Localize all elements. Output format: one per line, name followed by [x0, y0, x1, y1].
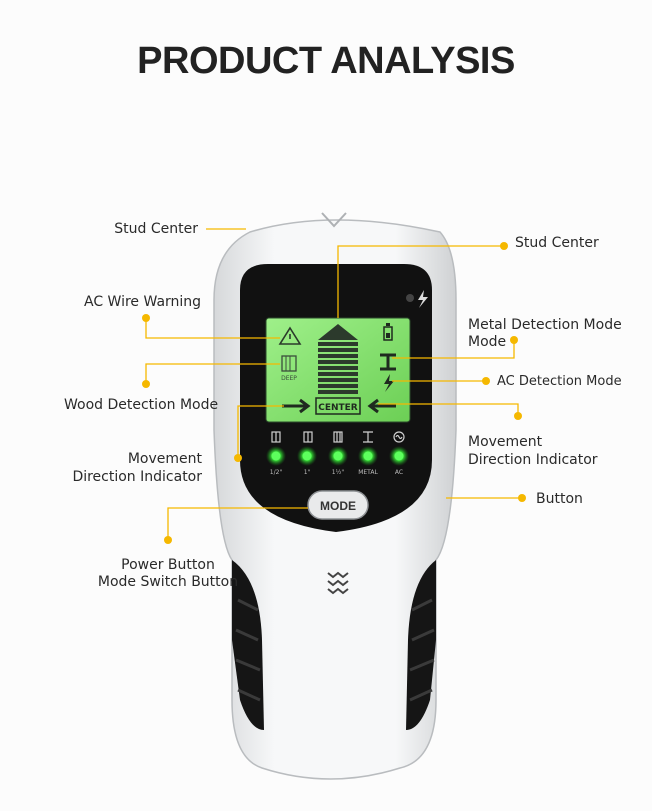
callout-metal-detection-mode: Metal Detection Mode [468, 316, 622, 334]
callout-movement-left-1: Movement [60, 450, 202, 468]
callout-movement-right-2: Direction Indicator [468, 451, 598, 469]
callout-mode-switch-button: Mode Switch Button [68, 573, 268, 591]
callout-metal-detection-mode-2: Mode [468, 333, 506, 351]
indicator-label: 1½" [332, 469, 345, 476]
indicator-label: 1" [304, 469, 311, 476]
sensor-dot [406, 294, 414, 302]
callout-power-button: Power Button [68, 556, 268, 574]
screen-deep-label: DEEP [281, 375, 297, 382]
callout-ac-wire-warning: AC Wire Warning [84, 293, 201, 311]
callout-button: Button [536, 490, 583, 508]
indicator-label: METAL [358, 469, 378, 476]
indicator-label: AC [395, 469, 403, 476]
callout-movement-left-2: Direction Indicator [60, 468, 202, 486]
callout-ac-detection-mode: AC Detection Mode [497, 373, 622, 391]
mode-button-label: MODE [320, 499, 356, 513]
callout-stud-center-right: Stud Center [515, 234, 599, 252]
callout-movement-right-1: Movement [468, 433, 542, 451]
callout-stud-center-left: Stud Center [86, 220, 198, 238]
indicator-label: 1/2" [270, 469, 283, 476]
callout-wood-detection-mode: Wood Detection Mode [64, 396, 218, 414]
screen-center-label: CENTER [318, 403, 358, 413]
